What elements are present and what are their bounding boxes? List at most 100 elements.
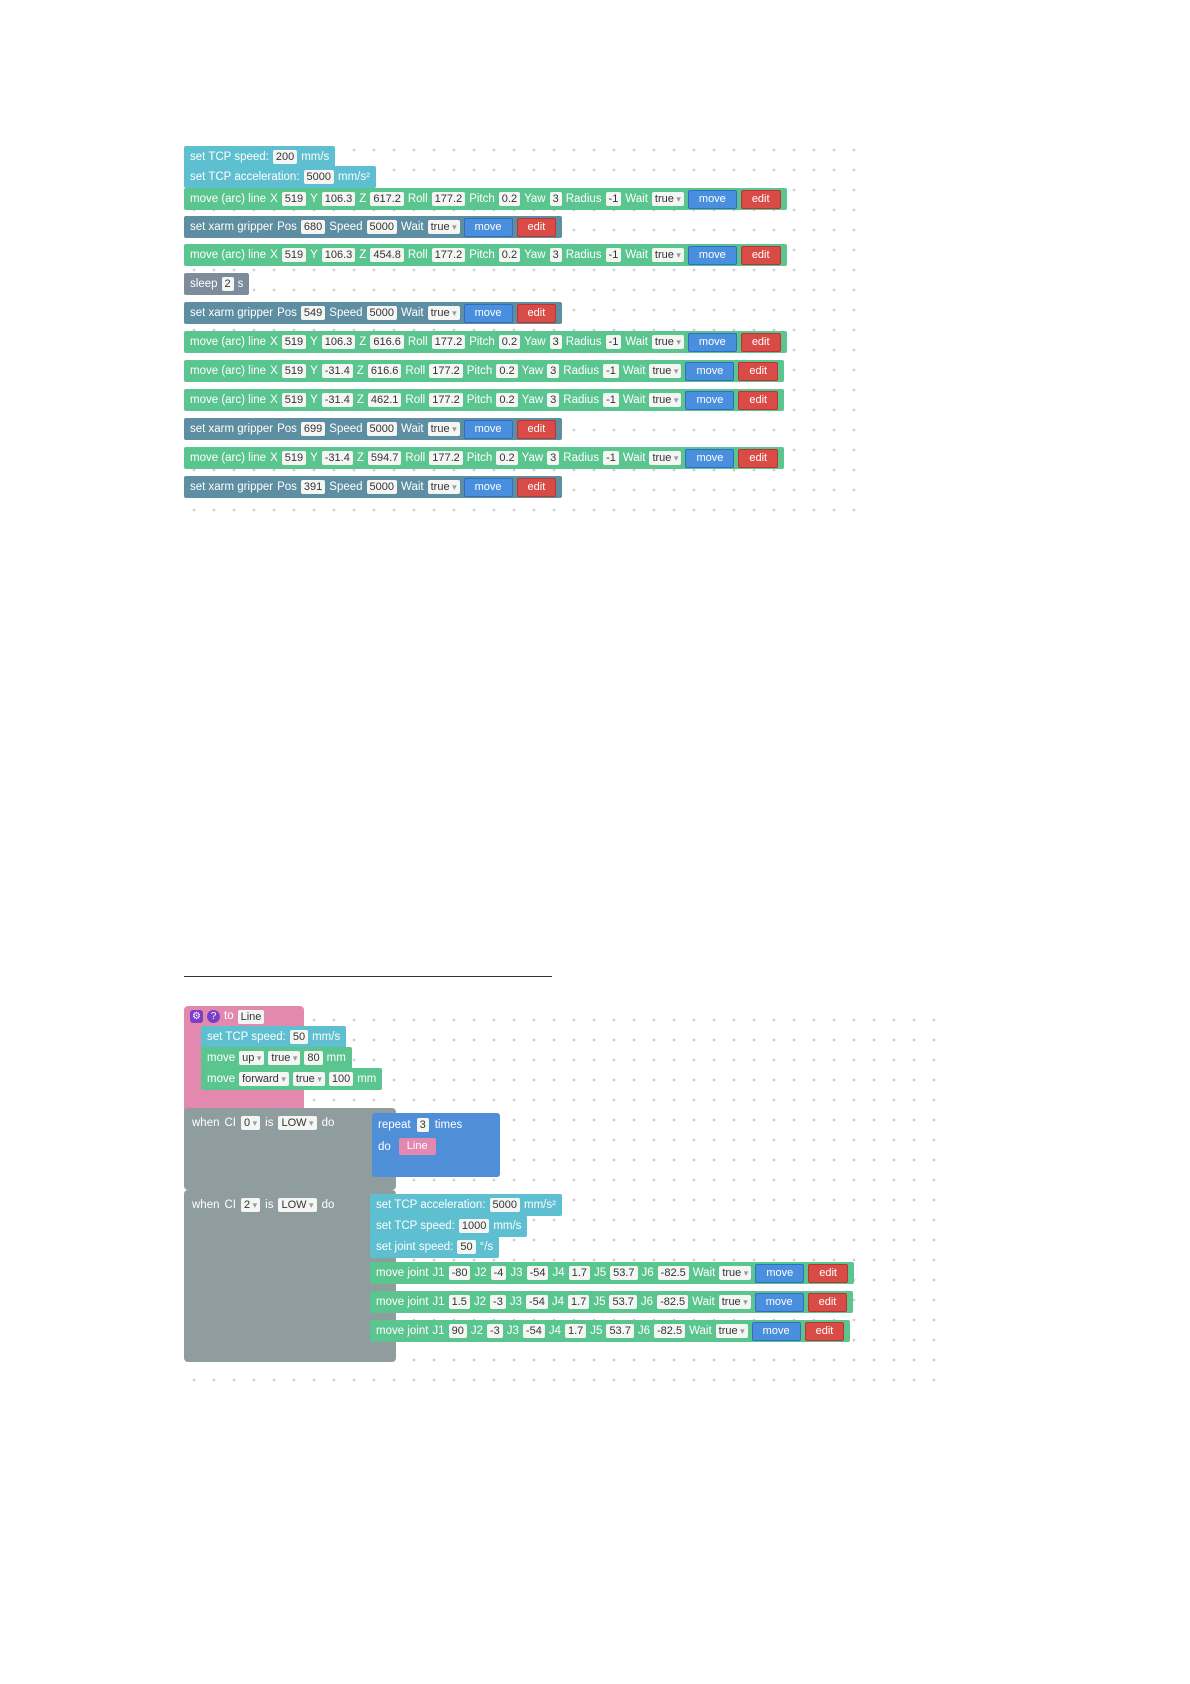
move-button[interactable]: move xyxy=(463,477,513,497)
move-dir-block[interactable]: moveuptrue80mm xyxy=(201,1047,352,1069)
edit-button[interactable]: edit xyxy=(808,1263,848,1283)
value-field[interactable]: 53.7 xyxy=(609,1295,637,1309)
value-field[interactable]: 462.1 xyxy=(367,393,402,407)
value-field[interactable]: 3 xyxy=(547,393,560,407)
value-field[interactable]: 1.7 xyxy=(568,1266,590,1280)
value-field[interactable]: 680 xyxy=(300,220,326,234)
edit-button[interactable]: edit xyxy=(516,477,557,497)
value-field[interactable]: 5000 xyxy=(366,220,398,234)
repeat-block[interactable]: repeat 3 times do Line xyxy=(372,1113,500,1177)
value-field[interactable]: 1.7 xyxy=(568,1295,590,1309)
dropdown-field[interactable]: true xyxy=(268,1051,301,1065)
dropdown-field[interactable]: true xyxy=(292,1072,325,1086)
value-field[interactable]: -31.4 xyxy=(321,364,353,378)
move-button[interactable]: move xyxy=(463,419,513,439)
value-field[interactable]: 53.7 xyxy=(610,1266,638,1280)
dropdown-field[interactable]: true xyxy=(651,192,684,206)
edit-button[interactable]: edit xyxy=(740,245,781,265)
dropdown-field[interactable]: LOW xyxy=(278,1116,317,1130)
value-field[interactable]: 177.2 xyxy=(431,248,466,262)
value-field[interactable]: 200 xyxy=(272,150,298,164)
value-field[interactable]: -54 xyxy=(525,1295,548,1309)
value-field[interactable]: 519 xyxy=(281,335,307,349)
move-button[interactable]: move xyxy=(463,303,513,323)
edit-button[interactable]: edit xyxy=(738,448,779,468)
value-field[interactable]: 1.5 xyxy=(448,1295,470,1309)
edit-button[interactable]: edit xyxy=(740,332,781,352)
value-field[interactable]: 519 xyxy=(281,393,307,407)
value-field[interactable]: 106.3 xyxy=(321,192,356,206)
value-field[interactable]: 1.7 xyxy=(564,1324,587,1338)
dropdown-field[interactable]: 2 xyxy=(241,1198,261,1212)
value-field[interactable]: 50 xyxy=(457,1240,476,1254)
dropdown-field[interactable]: true xyxy=(649,451,682,465)
value-field[interactable]: -1 xyxy=(605,335,622,349)
value-field[interactable]: -1 xyxy=(605,248,622,262)
value-field[interactable]: 616.6 xyxy=(370,335,404,349)
dropdown-field[interactable]: true xyxy=(719,1266,752,1280)
value-field[interactable]: -1 xyxy=(605,192,622,206)
value-field[interactable]: -54 xyxy=(522,1324,545,1338)
value-field[interactable]: 549 xyxy=(300,306,326,320)
repeat-count[interactable]: 3 xyxy=(416,1118,429,1132)
dropdown-field[interactable]: true xyxy=(651,335,684,349)
dropdown-field[interactable]: true xyxy=(715,1324,748,1338)
value-field[interactable]: 177.2 xyxy=(431,335,466,349)
value-field[interactable]: 90 xyxy=(448,1324,467,1338)
value-field[interactable]: 0.2 xyxy=(498,335,521,349)
value-field[interactable]: -1 xyxy=(603,364,619,378)
function-call-block[interactable]: Line xyxy=(398,1138,436,1155)
value-field[interactable]: -31.4 xyxy=(321,451,353,465)
value-field[interactable]: 519 xyxy=(281,451,307,465)
value-field[interactable]: 5000 xyxy=(366,306,398,320)
value-field[interactable]: -82.5 xyxy=(657,1295,689,1309)
help-icon[interactable]: ? xyxy=(207,1010,220,1023)
move-button[interactable]: move xyxy=(754,1292,804,1312)
move-dir-block[interactable]: moveforwardtrue100mm xyxy=(201,1068,383,1090)
gear-icon[interactable]: ⚙ xyxy=(190,1010,203,1023)
value-field[interactable]: 177.2 xyxy=(429,451,463,465)
dropdown-field[interactable]: true xyxy=(651,248,684,262)
dropdown-field[interactable]: LOW xyxy=(278,1198,317,1212)
value-field[interactable]: 0.2 xyxy=(496,364,518,378)
value-field[interactable]: -3 xyxy=(490,1295,506,1309)
value-field[interactable]: 454.8 xyxy=(370,248,404,262)
dropdown-field[interactable]: 0 xyxy=(241,1116,261,1130)
value-field[interactable]: 106.3 xyxy=(321,335,356,349)
gripper-block[interactable]: set xarm gripperPos391Speed5000Waittruem… xyxy=(184,476,563,498)
value-field[interactable]: -1 xyxy=(603,451,619,465)
value-field[interactable]: 519 xyxy=(281,192,307,206)
value-field[interactable]: 594.7 xyxy=(367,451,402,465)
dropdown-field[interactable]: true xyxy=(427,220,460,234)
joint-speed-block[interactable]: set joint speed:50°/s xyxy=(370,1236,500,1258)
value-field[interactable]: 3 xyxy=(549,248,562,262)
value-field[interactable]: 50 xyxy=(289,1030,309,1044)
edit-button[interactable]: edit xyxy=(516,217,557,237)
dropdown-field[interactable]: true xyxy=(718,1295,751,1309)
dropdown-field[interactable]: true xyxy=(649,393,682,407)
value-field[interactable]: 3 xyxy=(547,364,560,378)
value-field[interactable]: -80 xyxy=(448,1266,471,1280)
move-button[interactable]: move xyxy=(687,189,737,209)
move-button[interactable]: move xyxy=(463,217,513,237)
value-field[interactable]: 53.7 xyxy=(606,1324,634,1338)
edit-button[interactable]: edit xyxy=(516,303,557,323)
move-button[interactable]: move xyxy=(685,448,735,468)
value-field[interactable]: 5000 xyxy=(366,480,398,494)
value-field[interactable]: 0.2 xyxy=(496,393,518,407)
value-field[interactable]: 519 xyxy=(281,364,307,378)
